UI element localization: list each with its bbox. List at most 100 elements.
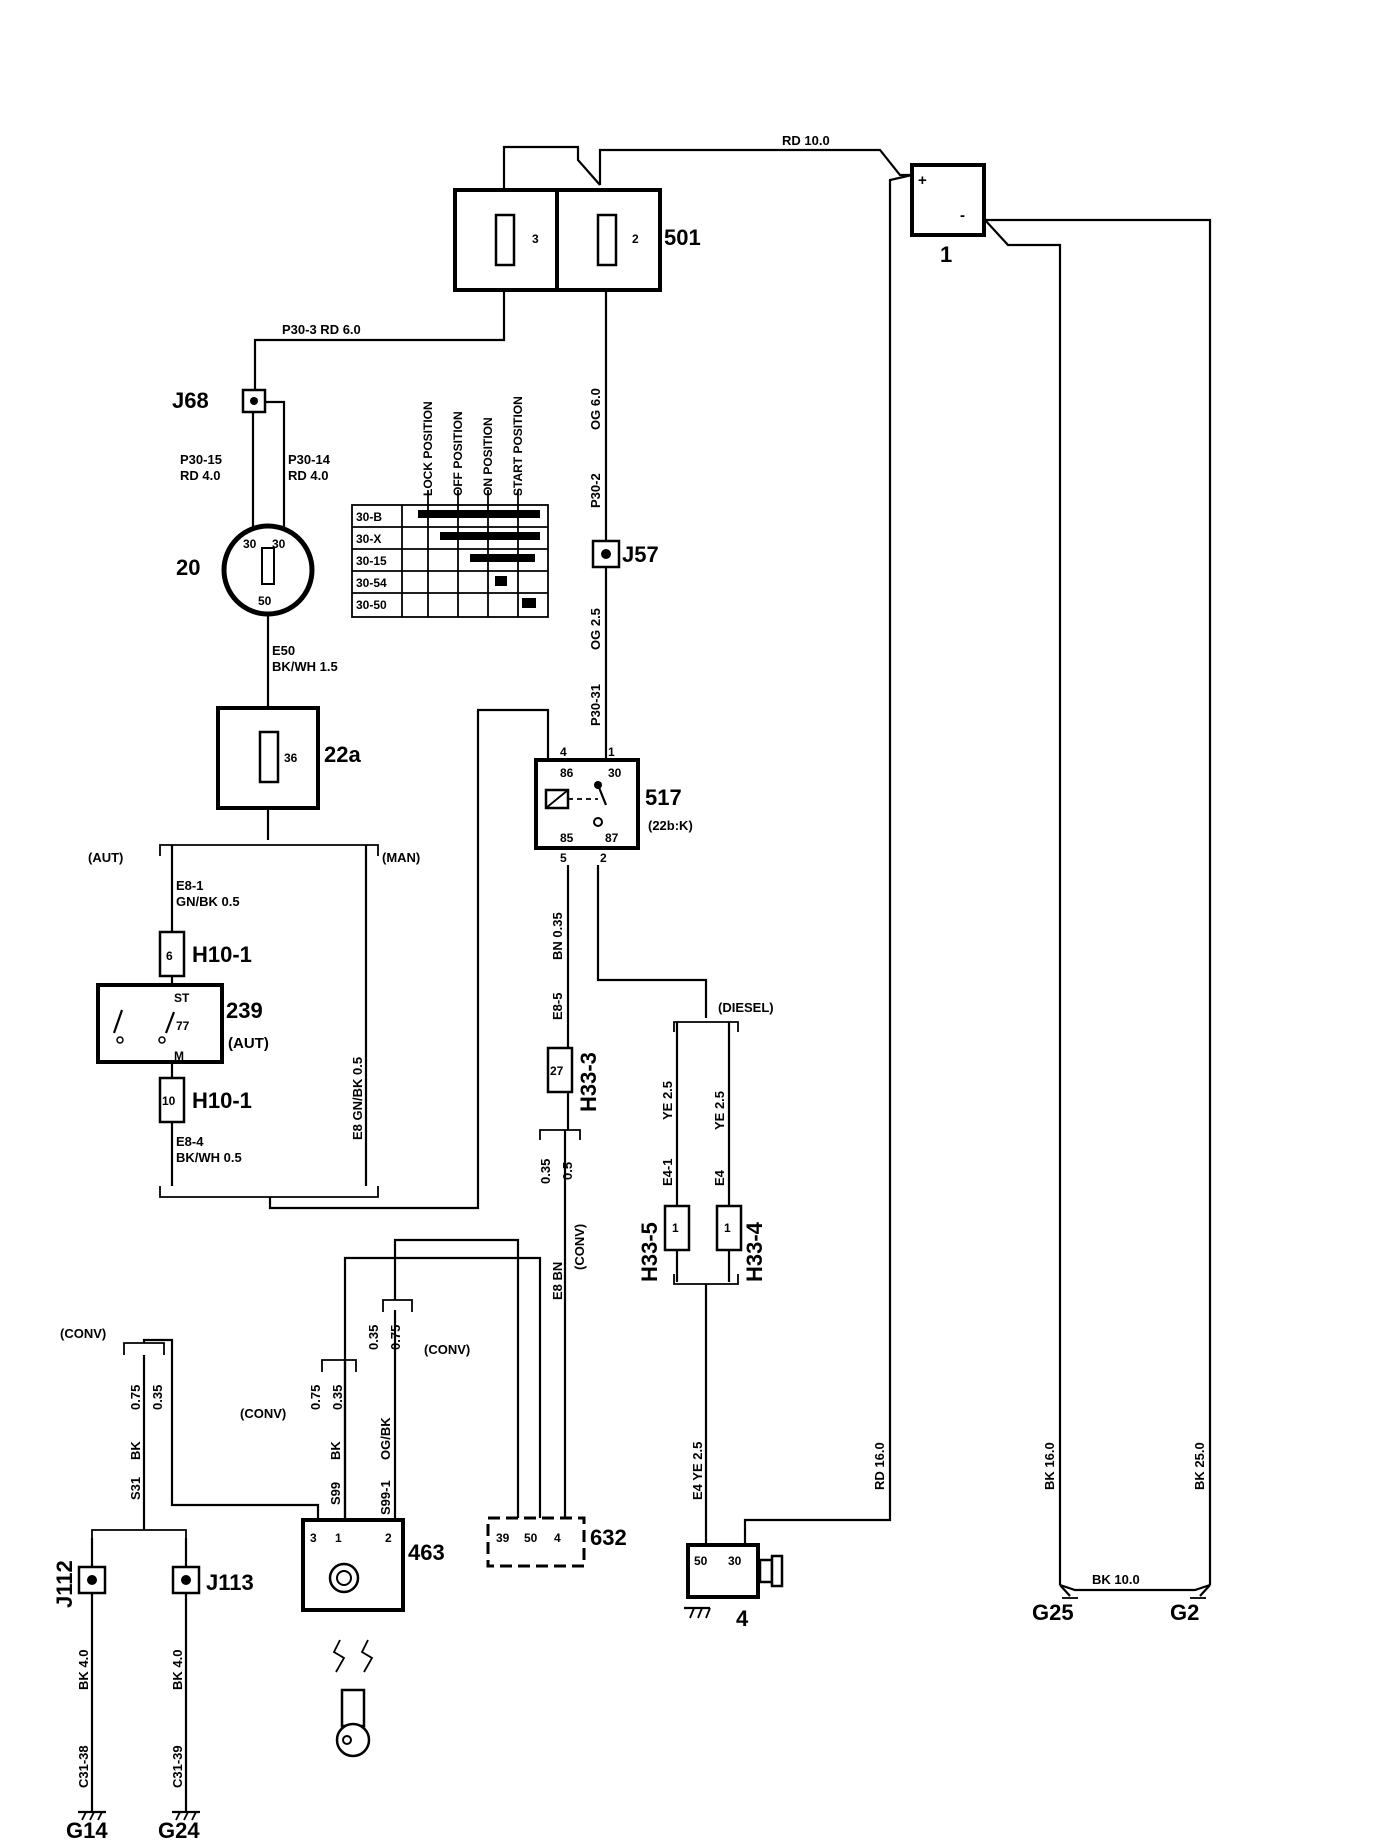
battery-id: 1: [940, 242, 952, 267]
sw239-77: 77: [176, 1019, 190, 1033]
j68-label: J68: [172, 388, 209, 413]
lbl-p30-15a: P30-15: [180, 452, 222, 467]
hdr-on: ON POSITION: [481, 417, 495, 496]
lbl-c035c: 0.35: [330, 1385, 345, 1410]
lbl-e8-4-color: BK/WH 0.5: [176, 1150, 242, 1165]
starter-motor-4: 50 30 4: [684, 1543, 784, 1631]
component-463-id: 463: [408, 1540, 445, 1565]
lbl-man: (MAN): [382, 850, 420, 865]
lbl-e8-1-color: GN/BK 0.5: [176, 894, 240, 909]
fuse-box-id: 501: [664, 225, 701, 250]
fuse-box-501: 3 2 501: [453, 188, 701, 292]
relay-sub: (22b:K): [648, 818, 693, 833]
lbl-e50b: BK/WH 1.5: [272, 659, 338, 674]
c463-pin-1: 1: [335, 1531, 342, 1545]
hdr-lock: LOCK POSITION: [421, 401, 435, 496]
lbl-aut: (AUT): [88, 850, 123, 865]
connector-j112: J112: [52, 1560, 107, 1608]
lbl-e8-bn: E8 BN: [550, 1262, 565, 1300]
ignition-switch-id: 20: [176, 555, 200, 580]
lbl-p30-3: P30-3 RD 6.0: [282, 322, 361, 337]
lbl-s31: S31: [128, 1477, 143, 1500]
relay-node-2: 2: [600, 851, 607, 865]
ignition-position-table: 30-B 30-X 30-15 30-54 30-50 LOCK POSITIO…: [351, 396, 549, 618]
h33-4-pin: 1: [724, 1221, 731, 1235]
relay-node-1: 1: [608, 745, 615, 759]
switch-239-sub: (AUT): [228, 1035, 269, 1052]
lbl-c035b: 0.35: [366, 1325, 381, 1350]
sw-pin-30b: 30: [272, 537, 286, 551]
j57-label: J57: [622, 542, 659, 567]
ground-g25: G25: [1032, 1584, 1078, 1625]
relay-id: 517: [645, 785, 682, 810]
component-463: 3 1 2 463: [301, 1518, 445, 1758]
fuse-22a-id: 22a: [324, 742, 361, 767]
starter-ground-icon: [684, 1606, 711, 1619]
ground-g2: G2: [1170, 1584, 1211, 1625]
lbl-conv2: (CONV): [60, 1326, 106, 1341]
wire-labels: RD 10.0 P30-3 RD 6.0 P30-15 RD 4.0 P30-1…: [60, 133, 1207, 1788]
h10-top-pin: 6: [166, 949, 173, 963]
row-3054: 30-54: [356, 576, 387, 590]
lbl-rd10: RD 10.0: [782, 133, 830, 148]
lbl-ogbk: OG/BK: [378, 1417, 393, 1460]
lbl-p30-14a: P30-14: [288, 452, 331, 467]
ignition-switch-20: 30 30 50 20: [176, 523, 315, 617]
relay-pin-30: 30: [608, 766, 622, 780]
lbl-og25: OG 2.5: [588, 608, 603, 650]
lbl-bk-left: BK: [128, 1441, 143, 1460]
lbl-c075c: 0.75: [308, 1385, 323, 1410]
connector-j113: J113: [171, 1565, 254, 1595]
battery-plus: +: [918, 172, 927, 189]
j112-label: J112: [52, 1560, 77, 1608]
lbl-e4: E4: [712, 1169, 727, 1186]
lbl-p30-14b: RD 4.0: [288, 468, 328, 483]
g25-label: G25: [1032, 1600, 1074, 1625]
hdr-off: OFF POSITION: [451, 411, 465, 496]
lbl-p30-15b: RD 4.0: [180, 468, 220, 483]
lbl-s05: 0.5: [560, 1162, 575, 1180]
ground-g24: G24: [158, 1810, 200, 1842]
lbl-og60: OG 6.0: [588, 388, 603, 430]
switch-239-id: 239: [226, 998, 263, 1023]
switch-239: ST 77 M 239 (AUT): [96, 983, 269, 1064]
j113-label: J113: [206, 1570, 254, 1595]
relay-pin-85: 85: [560, 831, 574, 845]
fuse-3-label: 3: [532, 232, 539, 246]
lbl-bk10: BK 10.0: [1092, 1572, 1140, 1587]
lbl-ye25b: YE 2.5: [712, 1091, 727, 1130]
g2-label: G2: [1170, 1600, 1199, 1625]
sw-pin-50: 50: [258, 594, 272, 608]
lbl-c075a: 0.75: [128, 1385, 143, 1410]
c632-pin-50: 50: [524, 1531, 538, 1545]
lbl-c075b: 0.75: [388, 1325, 403, 1350]
h33-5-label: H33-5: [637, 1222, 662, 1282]
lbl-p30-31: P30-31: [588, 684, 603, 726]
starter-pin-50: 50: [694, 1554, 708, 1568]
c463-pin-3: 3: [310, 1531, 317, 1545]
sw-pin-30a: 30: [243, 537, 257, 551]
relay-pin-86: 86: [560, 766, 574, 780]
row-3050: 30-50: [356, 598, 387, 612]
relay-pin-87: 87: [605, 831, 619, 845]
g24-label: G24: [158, 1818, 200, 1842]
connector-h33-4: 1 H33-4: [715, 1204, 767, 1282]
lbl-bk40a: BK 4.0: [76, 1650, 91, 1690]
row-3015: 30-15: [356, 554, 387, 568]
h33-5-pin: 1: [672, 1221, 679, 1235]
h33-3-label: H33-3: [576, 1052, 601, 1112]
connector-h10-1-bottom: 10 H10-1: [158, 1076, 252, 1124]
lbl-s99: S99: [328, 1482, 343, 1505]
lbl-e4-ye: E4 YE 2.5: [690, 1442, 705, 1500]
relay-node-4: 4: [560, 745, 567, 759]
lbl-conv3: (CONV): [240, 1406, 286, 1421]
lbl-ye25a: YE 2.5: [660, 1081, 675, 1120]
starter-id: 4: [736, 1606, 749, 1631]
h10-top-label: H10-1: [192, 942, 252, 967]
component-632-id: 632: [590, 1525, 627, 1550]
c632-pin-4: 4: [554, 1531, 561, 1545]
lbl-e8-1: E8-1: [176, 878, 203, 893]
row-30x: 30-X: [356, 532, 381, 546]
fuse-2-label: 2: [632, 232, 639, 246]
h10-bot-pin: 10: [162, 1094, 176, 1108]
